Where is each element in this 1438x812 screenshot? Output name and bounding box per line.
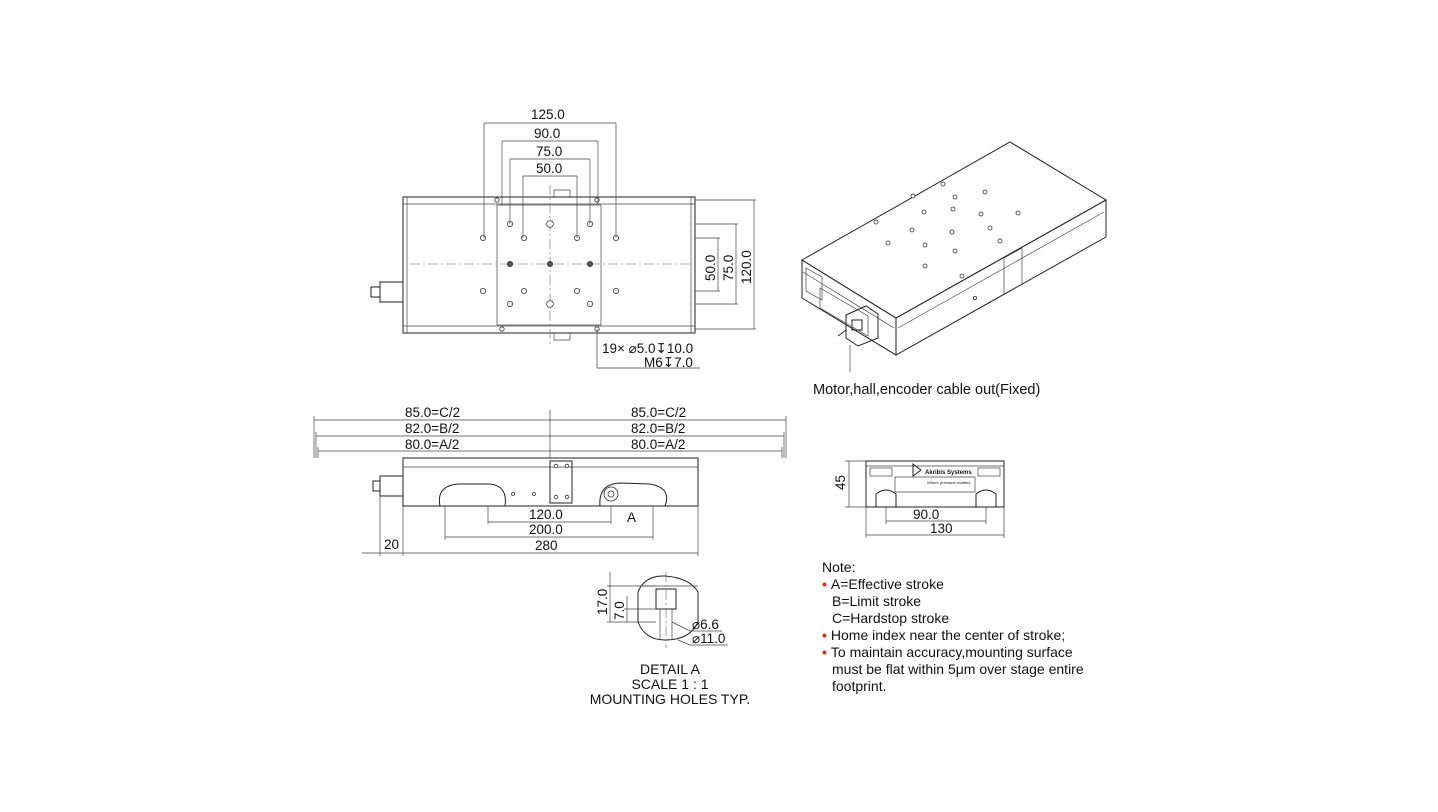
brand-tagline: Where precision matters <box>927 480 970 485</box>
stroke-left-b: 82.0=B/2 <box>405 421 459 436</box>
stroke-right-a: 80.0=A/2 <box>631 437 685 452</box>
isometric-view: Motor,hall,encoder cable out(Fixed) <box>801 141 1107 398</box>
bullet-icon: • <box>822 644 827 660</box>
note-3c: footprint. <box>832 678 887 694</box>
top-view: 125.0 90.0 75.0 50.0 50.0 75.0 120.0 19×… <box>370 107 756 370</box>
dim-90: 90.0 <box>534 126 560 141</box>
bullet-icon: • <box>822 576 827 592</box>
note-2: •Home index near the center of stroke; <box>822 627 1084 644</box>
detail-caption-title: DETAIL A <box>640 661 700 677</box>
dim-125: 125.0 <box>531 107 565 122</box>
dim-75: 75.0 <box>536 144 562 159</box>
detail-caption-scale: SCALE 1 : 1 <box>631 676 709 692</box>
dim-90-end: 90.0 <box>913 507 939 522</box>
dia-6-6: ⌀6.6 <box>692 617 719 632</box>
end-view: Akribis Systems Where precision matters … <box>833 460 1005 538</box>
dim-20-side: 20 <box>384 537 399 552</box>
note-1b: B=Limit stroke <box>832 593 922 609</box>
note-1a: A=Effective stroke <box>830 576 944 592</box>
note-3b: must be flat within 5μm over stage entir… <box>832 661 1084 677</box>
detail-marker-a: A <box>627 510 636 525</box>
stroke-right-c: 85.0=C/2 <box>631 405 686 420</box>
notes-title: Note: <box>822 559 856 575</box>
dim-50: 50.0 <box>536 161 562 176</box>
dim-7: 7.0 <box>612 601 627 620</box>
note-1c: C=Hardstop stroke <box>832 610 950 626</box>
detail-a: 17.0 7.0 ⌀6.6 ⌀11.0 <box>595 572 728 648</box>
dim-200-side: 200.0 <box>529 522 563 537</box>
detail-caption: DETAIL A SCALE 1 : 1 MOUNTING HOLES TYP. <box>560 662 780 707</box>
dim-280-side: 280 <box>535 538 558 553</box>
bullet-icon: • <box>822 627 827 643</box>
mounting-hole-grid <box>479 197 620 332</box>
stroke-right-b: 82.0=B/2 <box>631 421 685 436</box>
dim-45: 45 <box>833 475 848 490</box>
dim-120-side: 120.0 <box>529 507 563 522</box>
iso-caption: Motor,hall,encoder cable out(Fixed) <box>813 382 1040 398</box>
note-3a: To maintain accuracy,mounting surface <box>830 644 1073 660</box>
note-1: •A=Effective stroke <box>822 576 1084 593</box>
dim-17: 17.0 <box>595 589 610 615</box>
dim-v-50: 50.0 <box>703 255 718 281</box>
hole-callout-thread: M6↧7.0 <box>644 355 693 370</box>
stroke-left-a: 80.0=A/2 <box>405 437 459 452</box>
detail-caption-desc: MOUNTING HOLES TYP. <box>589 691 751 707</box>
side-view: 85.0=C/2 82.0=B/2 80.0=A/2 85.0=C/2 82.0… <box>313 405 787 556</box>
stroke-left-c: 85.0=C/2 <box>405 405 460 420</box>
dim-130-end: 130 <box>930 521 953 536</box>
dia-11: ⌀11.0 <box>692 631 725 646</box>
top-surface-holes <box>873 181 1021 300</box>
dim-v-120: 120.0 <box>739 250 754 284</box>
note-2-text: Home index near the center of stroke; <box>830 627 1066 643</box>
notes-block: Note: •A=Effective stroke B=Limit stroke… <box>822 559 1084 695</box>
note-3: •To maintain accuracy,mounting surface <box>822 644 1084 661</box>
dim-v-75: 75.0 <box>721 255 736 281</box>
hole-callout-depth: 19× ⌀5.0↧10.0 <box>602 341 693 356</box>
brand-text: Akribis Systems <box>925 470 972 476</box>
